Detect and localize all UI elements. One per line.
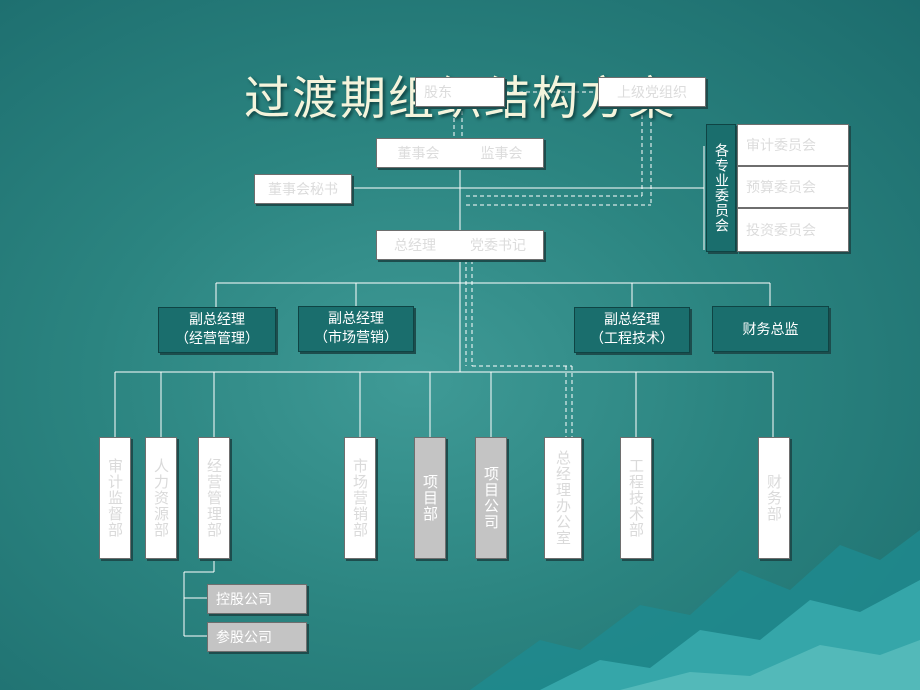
party-secretary-label: 党委书记: [470, 238, 526, 254]
committee-item: 审计委员会: [737, 124, 849, 166]
supervisors-label: 监事会: [480, 146, 523, 162]
deputy-title: 副总经理: [328, 311, 384, 327]
shareholders-box: 股东: [415, 77, 505, 107]
department-audit: 审计监督部: [99, 437, 131, 559]
board-secretary-box: 董事会秘书: [254, 174, 352, 204]
deputy-title: 副总经理: [189, 312, 245, 328]
superior-party-box: 上级党组织: [598, 77, 706, 107]
department-marketing: 市场营销部: [344, 437, 376, 559]
department-project-company: 项目公司: [475, 437, 507, 559]
deputy-domain: （经营管理）: [175, 331, 259, 347]
committee-item: 预算委员会: [737, 166, 849, 208]
gm-label: 总经理: [394, 238, 436, 254]
department-projects: 项目部: [414, 437, 446, 559]
department-finance: 财务部: [758, 437, 790, 559]
deputy-domain: （工程技术）: [590, 331, 674, 347]
holding-company-box: 控股公司: [207, 584, 307, 614]
board-label: 董事会: [397, 146, 440, 162]
deputy-gm-operations: 副总经理 （经营管理）: [158, 307, 276, 353]
department-operations: 经营管理部: [198, 437, 230, 559]
deputy-gm-engineering: 副总经理 （工程技术）: [574, 307, 690, 353]
deputy-title: 副总经理: [604, 312, 660, 328]
deputy-domain: （市场营销）: [314, 330, 398, 346]
equity-company-box: 参股公司: [207, 622, 307, 652]
committees-group-label: 各专业委员会: [706, 124, 736, 252]
deputy-gm-marketing: 副总经理 （市场营销）: [298, 306, 414, 352]
board-box: 董事会 监事会: [376, 138, 544, 168]
cfo-box: 财务总监: [712, 306, 829, 352]
department-gm-office: 总经理办公室: [544, 437, 582, 559]
department-engineering: 工程技术部: [620, 437, 652, 559]
gm-box: 总经理 党委书记: [376, 230, 544, 260]
department-hr: 人力资源部: [145, 437, 177, 559]
committee-item: 投资委员会: [737, 208, 849, 252]
